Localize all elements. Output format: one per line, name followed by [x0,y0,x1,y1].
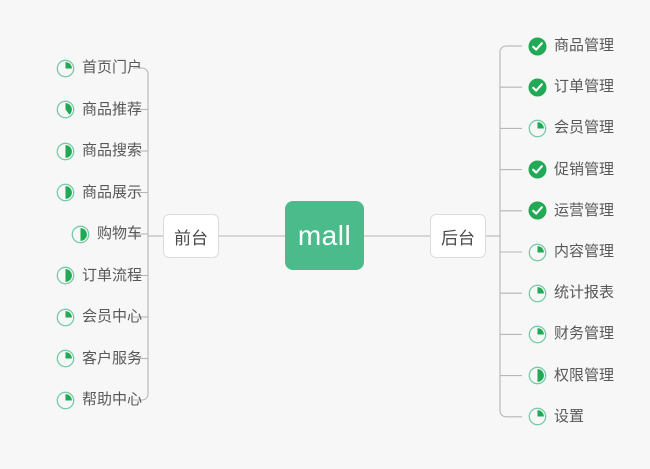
leaf-node[interactable]: 购物车 [71,221,142,247]
leaf-node[interactable]: 运营管理 [528,198,614,224]
leaf-node[interactable]: 财务管理 [528,321,614,347]
pie-progress-icon [56,308,75,327]
pie-progress-icon [528,243,547,262]
pie-progress-icon [56,100,75,119]
leaf-node-label: 运营管理 [554,201,615,219]
leaf-node[interactable]: 会员管理 [528,115,614,141]
pie-progress-icon [528,366,547,385]
leaf-node[interactable]: 商品推荐 [56,97,142,123]
leaf-node-label: 会员中心 [81,308,142,325]
pie-progress-icon [528,325,547,344]
branch-node-front[interactable]: 前台 [163,214,219,258]
leaf-node-label: 商品管理 [554,37,615,54]
pie-progress-icon [56,59,75,78]
leaf-node-label: 促销管理 [554,160,615,178]
root-node-label: mall [297,219,352,251]
leaf-node-label: 订单管理 [554,78,615,96]
branch-node-back[interactable]: 后台 [430,214,486,258]
leaf-node-label: 帮助中心 [81,391,142,408]
leaf-node-label: 商品展示 [81,183,142,201]
leaf-node[interactable]: 商品管理 [528,33,614,59]
leaf-node[interactable]: 商品展示 [56,180,142,206]
leaf-node[interactable]: 内容管理 [528,239,614,265]
pie-progress-icon [528,407,547,426]
leaf-node-label: 会员管理 [554,119,615,137]
leaf-node-label: 订单流程 [81,266,142,284]
leaf-node-label: 统计报表 [554,284,615,302]
leaf-node[interactable]: 帮助中心 [56,387,142,413]
leaf-node-label: 客户服务 [81,349,142,367]
leaf-node[interactable]: 促销管理 [528,157,614,183]
pie-progress-icon [56,142,75,161]
leaf-node[interactable]: 统计报表 [528,280,614,306]
check-circle-icon [528,78,547,97]
pie-progress-icon [56,391,75,410]
branch-node-back-label: 后台 [441,228,475,248]
leaf-node-label: 内容管理 [554,243,615,260]
check-circle-icon [528,160,547,179]
leaf-node[interactable]: 首页门户 [56,55,142,81]
branch-node-front-label: 前台 [174,228,208,248]
pie-progress-icon [56,266,75,285]
check-circle-icon [528,201,547,220]
pie-progress-icon [56,349,75,368]
leaf-node[interactable]: 会员中心 [56,304,142,330]
pie-progress-icon [528,284,547,303]
leaf-node[interactable]: 订单流程 [56,263,142,289]
leaf-node[interactable]: 订单管理 [528,74,614,100]
leaf-node-label: 权限管理 [554,366,615,384]
root-node[interactable]: mall [285,201,364,270]
leaf-node-label: 财务管理 [554,325,615,343]
leaf-node-label: 首页门户 [81,59,142,76]
leaf-node[interactable]: 客户服务 [56,346,142,372]
leaf-node[interactable]: 设置 [528,404,584,430]
check-circle-icon [528,37,547,56]
pie-progress-icon [528,119,547,138]
front-spine [141,67,149,401]
back-spine [499,45,507,418]
pie-progress-icon [56,183,75,202]
leaf-node-label: 商品推荐 [81,100,142,118]
pie-progress-icon [71,225,90,244]
leaf-node-label: 购物车 [96,225,142,242]
leaf-node[interactable]: 商品搜索 [56,138,142,164]
leaf-node-label: 设置 [554,407,585,425]
leaf-node[interactable]: 权限管理 [528,363,614,389]
leaf-node-label: 商品搜索 [81,142,142,159]
